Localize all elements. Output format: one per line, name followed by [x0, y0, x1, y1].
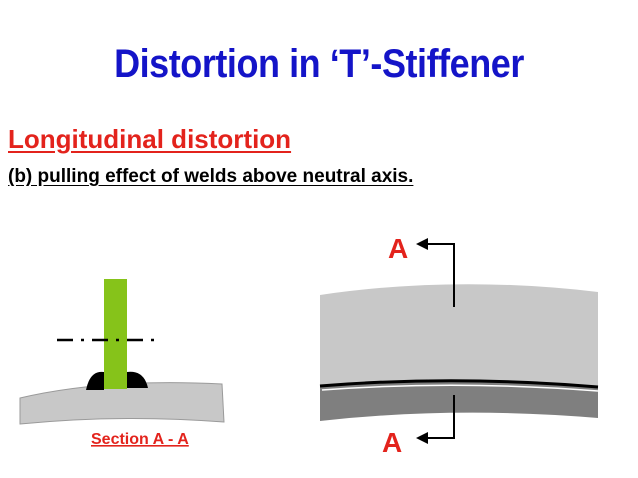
slide-description: (b) pulling effect of welds above neutra… — [8, 166, 414, 187]
section-arrow-bottom — [416, 395, 455, 444]
arrowhead-top — [416, 238, 428, 250]
arrowhead-bottom — [416, 432, 428, 444]
section-caption: Section A - A — [91, 431, 189, 448]
right-weld-bead — [127, 371, 148, 388]
stiffener-web — [104, 279, 127, 389]
side-view — [319, 284, 599, 421]
cross-section-view — [19, 279, 225, 425]
cross-section-plate — [19, 382, 225, 425]
slide-subtitle: Longitudinal distortion — [8, 124, 292, 154]
section-mark-bottom: A — [382, 427, 402, 458]
section-arrow-top — [416, 238, 455, 307]
side-view-weld-line — [319, 379, 599, 389]
section-mark-top: A — [388, 233, 408, 264]
side-view-lower-plate — [320, 380, 598, 421]
side-view-upper-plate — [320, 284, 598, 387]
side-view-weld-highlight — [321, 384, 599, 392]
slide-title: Distortion in ‘T’-Stiffener — [114, 42, 524, 86]
left-weld-bead — [86, 371, 104, 390]
